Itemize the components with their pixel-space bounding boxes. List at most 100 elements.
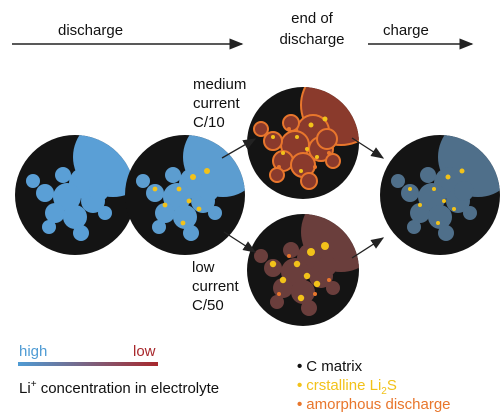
scale-label-low: low bbox=[133, 343, 156, 360]
particle-low-current bbox=[247, 214, 359, 326]
particle-discharging bbox=[125, 135, 245, 255]
electrolyte-region bbox=[326, 281, 340, 295]
crystalline-li2s-dot bbox=[299, 169, 303, 173]
legend-dot-crystalline: • bbox=[297, 377, 303, 394]
arrow-to-medium bbox=[221, 138, 257, 159]
electrolyte-region bbox=[163, 183, 191, 211]
electrolyte-region bbox=[26, 174, 40, 188]
electrolyte-region bbox=[63, 205, 87, 229]
crystalline-li2s-dot bbox=[279, 276, 287, 284]
concentration-scale-bar bbox=[18, 362, 158, 366]
crystalline-li2s-dot bbox=[190, 174, 196, 180]
electrolyte-region bbox=[407, 220, 421, 234]
crystalline-li2s-dot bbox=[186, 198, 192, 204]
electrolyte-region bbox=[146, 184, 164, 202]
label-end-of-discharge: end of discharge bbox=[272, 10, 352, 48]
amorphous-dot bbox=[313, 292, 317, 296]
electrolyte-region bbox=[325, 153, 341, 169]
crystalline-li2s-dot bbox=[303, 272, 311, 280]
medium-line-1: medium bbox=[193, 76, 247, 93]
electrolyte-region bbox=[152, 220, 166, 234]
electrolyte-region bbox=[183, 225, 199, 241]
crystalline-li2s-dot bbox=[305, 147, 309, 151]
particle-charged bbox=[380, 135, 500, 255]
electrolyte-region bbox=[264, 259, 282, 277]
crystalline-li2s-dot bbox=[452, 207, 456, 211]
amorphous-dot bbox=[327, 278, 331, 282]
electrolyte-region bbox=[89, 181, 109, 201]
crystalline-li2s-dot bbox=[322, 116, 328, 122]
electrolyte-region bbox=[53, 183, 81, 211]
electrolyte-region bbox=[317, 256, 337, 276]
electrolyte-region bbox=[301, 300, 317, 316]
crystalline-li2s-dot bbox=[432, 187, 436, 191]
label-medium-current: medium current C/10 bbox=[193, 75, 246, 132]
amorphous-dot bbox=[277, 165, 281, 169]
arrow-low-to-charged bbox=[351, 237, 385, 259]
electrolyte-region bbox=[155, 203, 175, 223]
electrolyte-region bbox=[73, 225, 89, 241]
crystalline-li2s-dot bbox=[269, 260, 277, 268]
legend-dot-c-matrix: • bbox=[297, 358, 303, 375]
low-line-2: current bbox=[192, 278, 239, 295]
label-discharge-2: discharge bbox=[279, 31, 345, 48]
crystalline-li2s-dot bbox=[308, 122, 314, 128]
arrow-to-low bbox=[223, 231, 257, 253]
scale-caption: Li+ concentration in electrolyte bbox=[19, 379, 220, 397]
legend-c-matrix: •C matrix bbox=[297, 358, 363, 375]
crystalline-li2s-dot bbox=[307, 248, 315, 256]
electrolyte-region bbox=[391, 174, 405, 188]
electrolyte-region bbox=[418, 183, 446, 211]
electrolyte-region bbox=[269, 167, 285, 183]
crystalline-li2s-dot bbox=[176, 186, 182, 192]
electrolyte-region bbox=[55, 167, 71, 183]
crystalline-li2s-dot bbox=[445, 174, 451, 180]
electrolyte-region bbox=[401, 184, 419, 202]
electrolyte-region bbox=[254, 249, 268, 263]
crystalline-li2s-dot bbox=[281, 151, 285, 155]
electrolyte-region bbox=[420, 167, 436, 183]
crystalline-li2s-dot bbox=[315, 155, 319, 159]
particle-medium-current bbox=[247, 87, 359, 199]
crystalline-li2s-dot bbox=[321, 242, 329, 250]
crystalline-li2s-dot bbox=[442, 199, 446, 203]
electrolyte-region bbox=[291, 280, 315, 304]
crystalline-li2s-dot bbox=[204, 168, 210, 174]
amorphous-dot bbox=[313, 165, 317, 169]
electrolyte-region bbox=[283, 242, 299, 258]
electrolyte-region bbox=[263, 131, 283, 151]
label-end-of: end of bbox=[291, 10, 333, 27]
crystalline-li2s-dot bbox=[162, 202, 168, 208]
legend-amorphous-discharge: •amorphous discharge bbox=[297, 396, 451, 413]
electrolyte-region bbox=[410, 203, 430, 223]
arrow-medium-to-charged bbox=[351, 137, 385, 159]
electrolyte-region bbox=[454, 181, 474, 201]
crystalline-li2s-dot bbox=[293, 260, 301, 268]
crystalline-li2s-dot bbox=[408, 187, 412, 191]
label-charge: charge bbox=[383, 22, 429, 39]
crystalline-li2s-dot bbox=[297, 294, 305, 302]
medium-line-3: C/10 bbox=[193, 114, 225, 131]
crystalline-li2s-dot bbox=[459, 168, 465, 174]
electrolyte-region bbox=[428, 205, 452, 229]
electrolyte-region bbox=[463, 206, 477, 220]
crystalline-li2s-dot bbox=[418, 203, 422, 207]
electrolyte-region bbox=[282, 114, 300, 132]
crystalline-li2s-dot bbox=[196, 206, 202, 212]
electrolyte-region bbox=[173, 205, 197, 229]
legend-crystalline-li2s: •crstalline Li2S bbox=[297, 377, 397, 397]
medium-line-2: current bbox=[193, 95, 240, 112]
low-line-3: C/50 bbox=[192, 297, 224, 314]
electrolyte-region bbox=[45, 203, 65, 223]
scale-label-high: high bbox=[19, 343, 48, 360]
electrolyte-region bbox=[300, 172, 318, 190]
electrolyte-region bbox=[316, 128, 338, 150]
amorphous-dot bbox=[287, 254, 291, 258]
electrolyte-region bbox=[270, 295, 284, 309]
amorphous-dot bbox=[327, 151, 331, 155]
crystalline-li2s-dot bbox=[436, 221, 440, 225]
electrolyte-region bbox=[208, 206, 222, 220]
legend-dot-amorphous: • bbox=[297, 396, 303, 413]
label-discharge: discharge bbox=[58, 22, 124, 39]
